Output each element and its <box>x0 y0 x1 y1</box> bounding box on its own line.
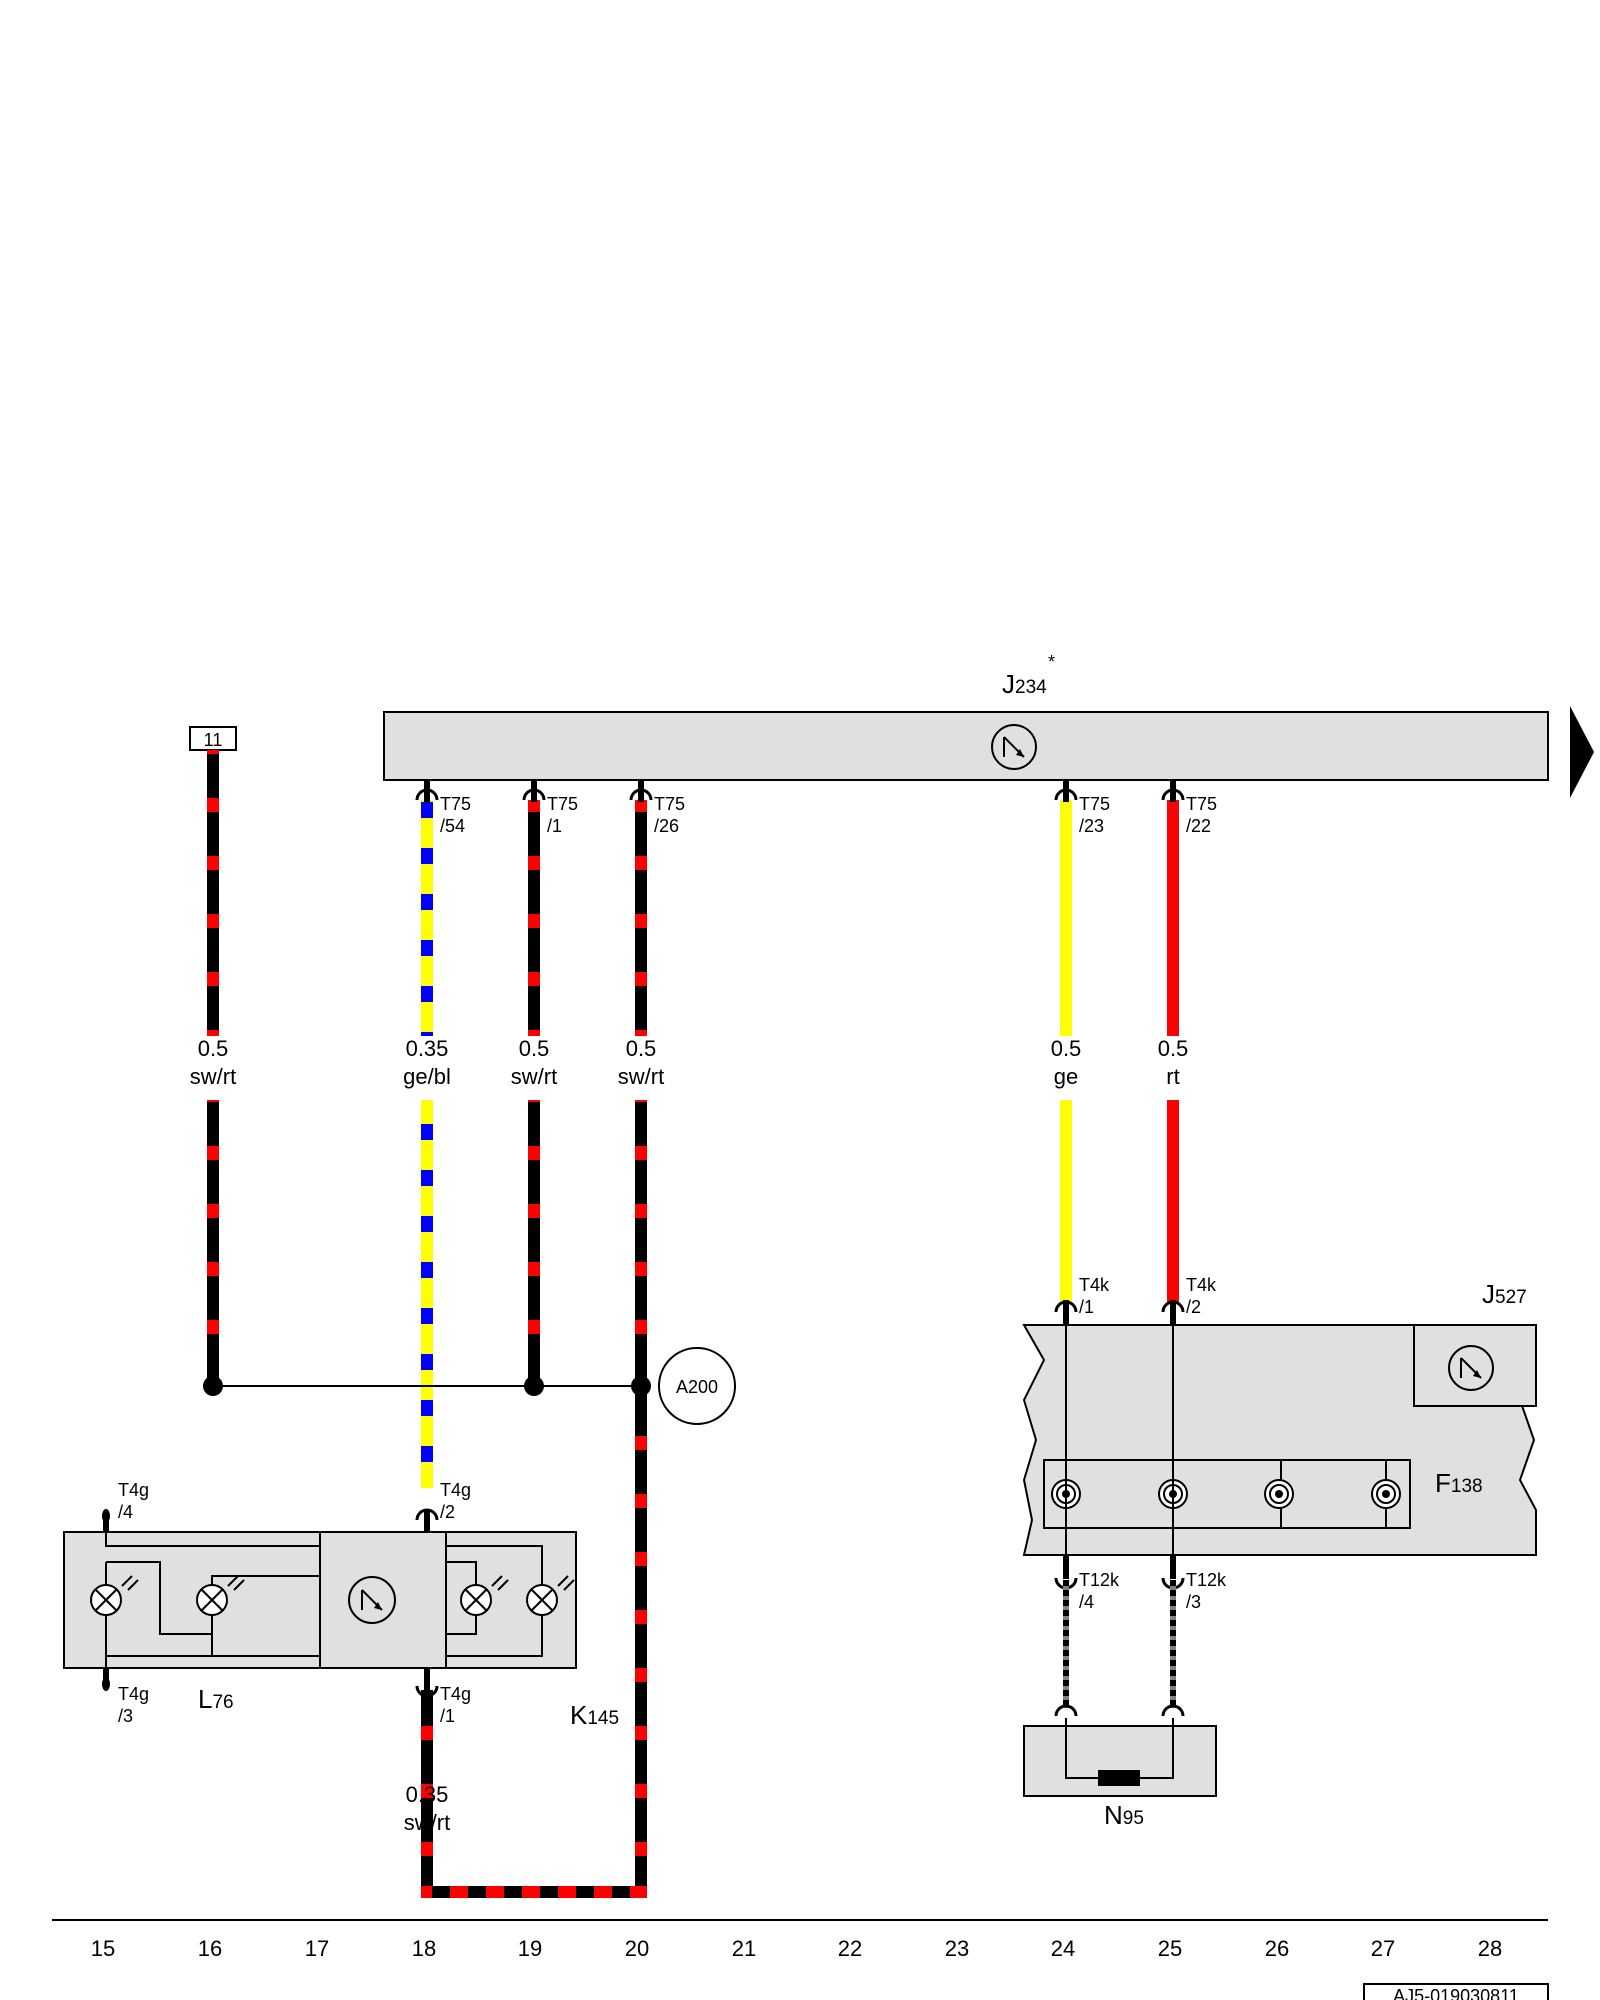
wire-bottom-link <box>421 1886 647 1898</box>
wire-col25-lower <box>1167 1100 1179 1304</box>
column-number: 23 <box>945 1936 969 1961</box>
wire-col16-lower <box>207 1100 219 1386</box>
pin-t75-26 <box>629 780 653 802</box>
wire-n95-left <box>1063 1580 1069 1708</box>
wire-col20-lower <box>635 1100 647 1898</box>
column-number: 17 <box>305 1936 329 1961</box>
k145-symbol <box>348 1576 396 1624</box>
pin-t4g-3 <box>102 1668 110 1691</box>
wire-col24-lower <box>1060 1100 1072 1304</box>
pin-t75-22 <box>1161 780 1185 802</box>
pin-label-t4g-4: T4g/4 <box>118 1480 149 1522</box>
pin-label-t12k-3: T12k/3 <box>1186 1570 1227 1612</box>
junction-16 <box>203 1376 223 1396</box>
k145-module <box>319 1531 447 1669</box>
n95-element <box>1098 1770 1140 1786</box>
wire-col25 <box>1167 800 1179 1036</box>
ground-point-label: A200 <box>676 1377 718 1397</box>
pin-label-t75-23: T75/23 <box>1079 794 1110 836</box>
column-numbers: 15 16 17 18 19 20 21 22 23 24 25 26 27 2… <box>91 1936 1502 1961</box>
column-number: 18 <box>412 1936 436 1961</box>
column-number: 16 <box>198 1936 222 1961</box>
pin-t75-1 <box>522 780 546 802</box>
pin-t4g-1 <box>415 1668 439 1698</box>
wire-col19-lower <box>528 1100 540 1386</box>
f138-contact-3 <box>1264 1479 1294 1509</box>
continuation-arrow <box>1570 706 1594 798</box>
column-number: 19 <box>518 1936 542 1961</box>
pin-t75-54 <box>415 780 439 802</box>
footer-code-box <box>1363 1983 1549 2000</box>
pin-label-t75-22: T75/22 <box>1186 794 1217 836</box>
k145-label: K145 <box>570 1700 619 1730</box>
f138-label: F138 <box>1435 1468 1483 1498</box>
l76-left-wiring <box>105 1532 320 1547</box>
lamp-icon <box>460 1575 509 1616</box>
pin-n95-right <box>1161 1704 1185 1717</box>
column-number: 27 <box>1371 1936 1395 1961</box>
pin-label-t4g-3: T4g/3 <box>118 1684 149 1726</box>
wire-col18-lower <box>421 1100 433 1488</box>
pin-label-t4g-1: T4g/1 <box>440 1684 471 1726</box>
pin-label-t75-1: T75/1 <box>547 794 578 836</box>
wire-col18-bottom <box>421 1690 433 1898</box>
pin-label-t12k-4: T12k/4 <box>1079 1570 1120 1612</box>
pin-label-t4k-2: T4k/2 <box>1186 1275 1217 1317</box>
junction-19 <box>524 1376 544 1396</box>
column-number: 21 <box>732 1936 756 1961</box>
pin-label-t4k-1: T4k/1 <box>1079 1275 1110 1317</box>
wire-col19 <box>528 800 540 1036</box>
wire-col18 <box>421 800 433 1036</box>
f138-contact-strip <box>1043 1459 1411 1529</box>
pin-label-t75-54: T75/54 <box>440 794 471 836</box>
column-number: 20 <box>625 1936 649 1961</box>
lamp-icon <box>90 1575 139 1616</box>
pin-t4g-4 <box>102 1509 110 1532</box>
f138-contact-4 <box>1371 1479 1401 1509</box>
footer-code: AJ5-019030811 <box>1393 1986 1519 2000</box>
pin-n95-left <box>1054 1704 1078 1717</box>
l76-left-lamp-bus <box>106 1561 320 1635</box>
lamp-icon <box>526 1575 575 1616</box>
l76-label: L76 <box>198 1684 234 1714</box>
pin-t4g-2 <box>415 1508 439 1532</box>
lamp-icon <box>196 1575 245 1616</box>
ground-point-a200 <box>658 1347 736 1425</box>
column-number: 25 <box>1158 1936 1182 1961</box>
j527-symbol <box>1448 1345 1494 1391</box>
junction-20 <box>631 1376 651 1396</box>
column-number: 28 <box>1478 1936 1502 1961</box>
column-number: 22 <box>838 1936 862 1961</box>
pin-t4k-1 <box>1054 1300 1078 1324</box>
j527-module <box>1413 1324 1537 1407</box>
j234-asterisk: * <box>1048 652 1055 672</box>
j234-symbol <box>991 724 1037 770</box>
column-number: 26 <box>1265 1936 1289 1961</box>
j527-label: J527 <box>1482 1279 1527 1309</box>
column-number: 24 <box>1051 1936 1075 1961</box>
wire-col20 <box>635 800 647 1036</box>
ref-box-label: 11 <box>204 730 223 750</box>
wire-col24 <box>1060 800 1072 1036</box>
pin-t4k-2 <box>1161 1300 1185 1324</box>
pin-t75-23 <box>1054 780 1078 802</box>
j234-housing <box>383 711 1549 781</box>
j234-label: J234 <box>1002 669 1047 699</box>
wire-col16 <box>207 750 219 1036</box>
wire-n95-right <box>1170 1580 1176 1708</box>
pin-label-t75-26: T75/26 <box>654 794 685 836</box>
pin-label-t4g-2: T4g/2 <box>440 1480 471 1522</box>
n95-label: N95 <box>1104 1800 1144 1830</box>
column-number: 15 <box>91 1936 115 1961</box>
